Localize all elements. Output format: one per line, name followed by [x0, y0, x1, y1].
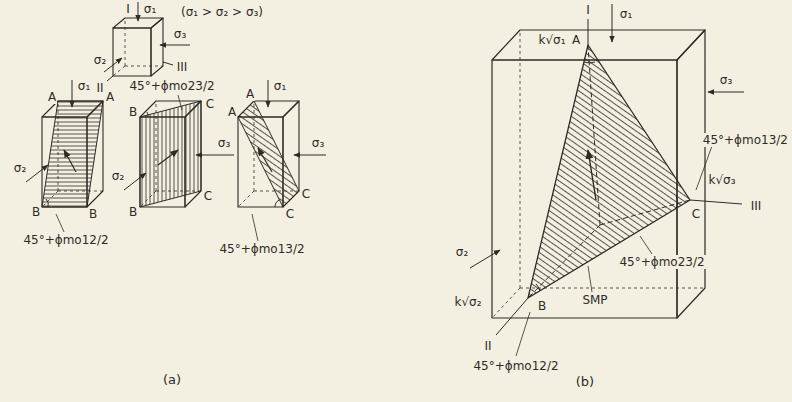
hidden-edge: [125, 18, 126, 66]
axis-label: III: [176, 60, 189, 74]
panel-label: (b): [575, 375, 595, 389]
stress-arrow: [196, 155, 234, 156]
angle-arc: [676, 196, 678, 209]
point-label: A: [571, 33, 581, 47]
hidden-edge: [238, 191, 254, 207]
cube-side-face: [151, 18, 163, 76]
axis-line: [528, 225, 600, 298]
stress-label: σ₂: [455, 245, 469, 259]
cube-side-face: [677, 30, 705, 318]
stress-label: σ₂: [93, 53, 107, 67]
angle-label: 45°+ϕmo13/2: [218, 242, 305, 256]
point-label: A: [245, 87, 255, 101]
point-label: B: [537, 299, 547, 313]
stress-arrow: [72, 80, 73, 107]
point-label: A: [105, 90, 115, 104]
slip-arrow: [258, 148, 272, 172]
stress-label: σ₁: [273, 79, 287, 93]
point-label: C: [285, 207, 295, 221]
plane-label: SMP: [581, 293, 608, 307]
point-label: A: [47, 90, 57, 104]
point-label: C: [205, 97, 215, 111]
leader-line: [588, 266, 592, 292]
leader-line: [516, 312, 530, 356]
point-label: B: [88, 207, 98, 221]
stress-arrow: [124, 173, 146, 190]
vector-length-label: k√σ₃: [707, 173, 736, 187]
vector-length-label: k√σ₁: [537, 33, 566, 47]
stress-label: σ₁: [77, 79, 91, 93]
stress-arrow: [26, 165, 48, 182]
axis-line: [163, 62, 173, 65]
stress-label: σ₁: [143, 2, 157, 16]
angle-label: 45°+ϕmo12/2: [22, 233, 109, 247]
point-label: C: [691, 207, 701, 221]
stress-label: σ₂: [111, 169, 125, 183]
angle-label: 45°+ϕmo12/2: [472, 359, 559, 373]
leader-line: [178, 95, 182, 110]
axis-label: II: [483, 339, 492, 353]
axis-label: III: [750, 199, 763, 213]
point-label: C: [301, 187, 311, 201]
leader-line: [252, 214, 258, 241]
stress-label: σ₂: [13, 161, 27, 175]
axis-label: I: [125, 2, 131, 16]
axis-line: [690, 200, 742, 204]
slip-arrow: [158, 150, 178, 165]
slip-arrow: [588, 150, 596, 200]
angle-arc: [147, 112, 148, 117]
stress-label: σ₁: [619, 7, 633, 21]
cube-top-face: [492, 30, 705, 60]
stress-label: σ₃: [311, 136, 325, 150]
angle-label: 45°+ϕmo13/2: [702, 133, 789, 147]
leader-line: [640, 236, 652, 254]
point-label: B: [128, 205, 138, 219]
vector-length-label: k√σ₂: [453, 295, 482, 309]
panel-label: (a): [162, 373, 182, 387]
mobilized-plane: [42, 101, 103, 207]
cube-front-face: [113, 28, 151, 76]
angle-label: 45°+ϕmo23/2: [618, 255, 705, 269]
angle-arc: [275, 200, 279, 207]
stress-arrow: [138, 2, 139, 21]
axis-line: [600, 200, 690, 225]
stress-arrow: [470, 250, 500, 268]
angle-arc: [536, 284, 540, 291]
point-label: A: [227, 105, 237, 119]
point-label: B: [128, 105, 138, 119]
stress-label: σ₃: [719, 73, 733, 87]
hidden-edge: [113, 66, 125, 76]
mobilized-plane: [140, 101, 201, 207]
stress-arrow: [160, 45, 190, 46]
stress-arrow: [268, 80, 269, 107]
stress-arrow: [294, 155, 326, 156]
axis-line: [588, 45, 600, 225]
stress-arrow: [612, 4, 613, 42]
axis-label: II: [95, 81, 104, 95]
stress-label: σ₃: [173, 27, 187, 41]
stress-order-note: (σ₁ > σ₂ > σ₃): [180, 5, 264, 19]
mobilized-plane: [238, 101, 299, 207]
slip-arrow: [64, 150, 76, 172]
hidden-edge: [520, 30, 521, 288]
angle-arc: [46, 199, 48, 207]
axis-line: [496, 298, 528, 335]
hidden-edge: [125, 66, 163, 67]
point-label: B: [31, 205, 41, 219]
point-label: C: [203, 189, 213, 203]
axis-line: [588, 19, 589, 45]
stress-label: σ₃: [217, 136, 231, 150]
leader-line: [56, 214, 64, 232]
angle-arc: [584, 62, 595, 64]
axis-line: [107, 76, 113, 81]
axis-label: I: [585, 3, 591, 17]
angle-label: 45°+ϕmo23/2: [128, 79, 215, 93]
hidden-edge: [492, 288, 520, 318]
stress-arrow: [708, 92, 744, 93]
